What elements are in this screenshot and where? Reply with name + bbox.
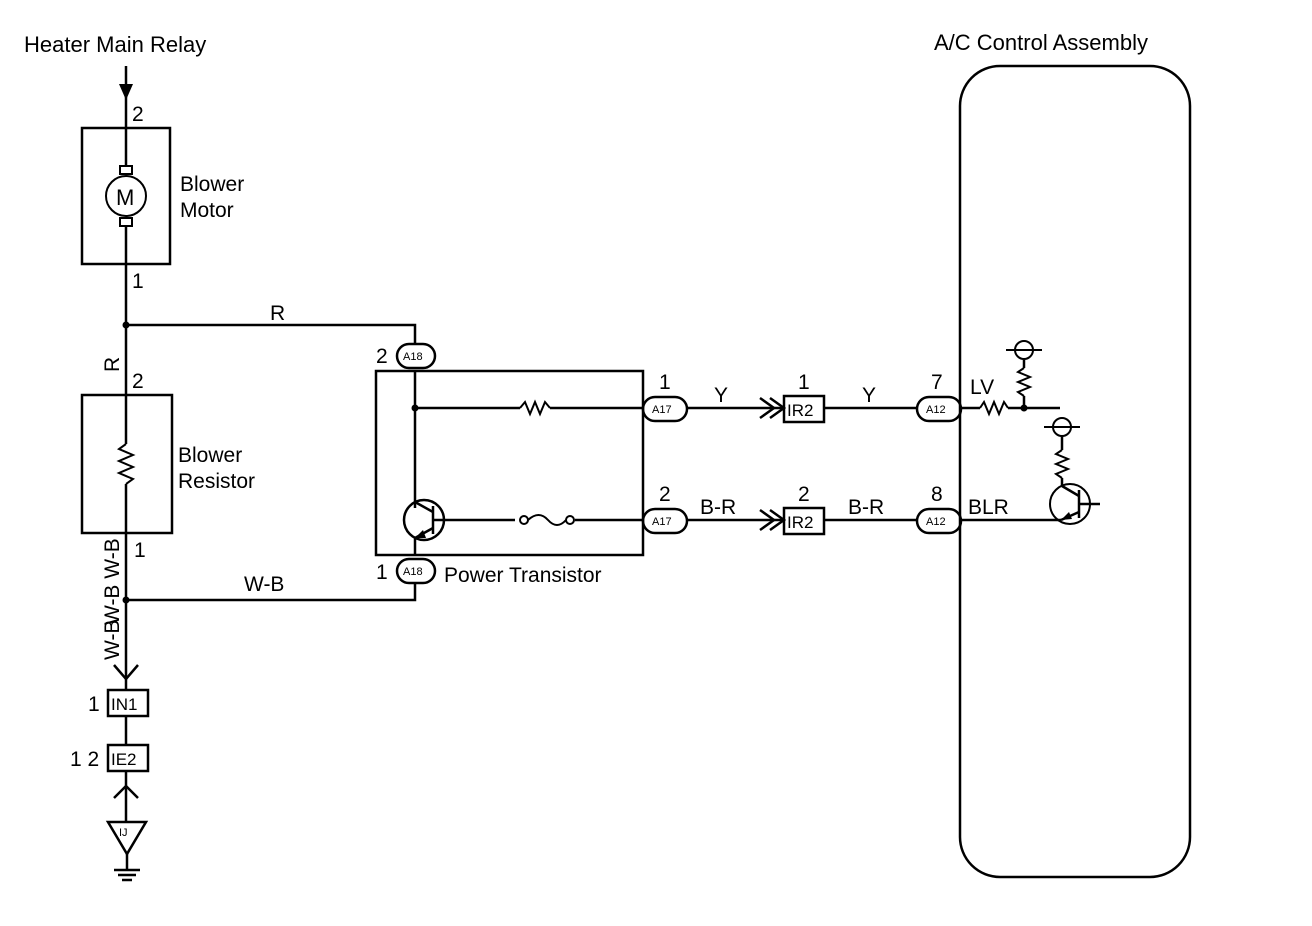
a17-label-bottom: A17 bbox=[652, 516, 672, 528]
a12-label-bottom: A12 bbox=[926, 516, 946, 528]
a12-connector-top: A12 bbox=[915, 395, 963, 423]
motor-pin-bottom: 1 bbox=[132, 270, 144, 293]
a17-pin-bottom: 2 bbox=[659, 483, 671, 506]
wire-y-left: Y bbox=[714, 384, 728, 407]
motor-pin-top: 2 bbox=[132, 103, 144, 126]
power-transistor bbox=[374, 369, 645, 557]
a18-pin-bottom: 1 bbox=[376, 561, 388, 584]
ir2-pin-bottom: 2 bbox=[798, 483, 810, 506]
a12-pin-bottom: 8 bbox=[931, 483, 943, 506]
wire-br-left: B-R bbox=[700, 496, 736, 519]
wire-wb-vertical-upper: W-B W-B bbox=[101, 538, 124, 625]
wire-r-top: R bbox=[270, 302, 285, 325]
wire-wb-horizontal: W-B bbox=[244, 573, 284, 596]
a18-connector-top: A18 bbox=[395, 342, 437, 370]
ground-connector: IJ bbox=[119, 827, 128, 839]
ir2-pin-top: 1 bbox=[798, 371, 810, 394]
wire-lv: LV bbox=[970, 376, 994, 399]
a17-connector-top: A17 bbox=[641, 395, 689, 423]
blower-motor-label-2: Motor bbox=[180, 199, 234, 222]
ie2-pin: 1 2 bbox=[70, 748, 99, 771]
motor-symbol: M bbox=[116, 185, 134, 210]
a12-label-top: A12 bbox=[926, 404, 946, 416]
wire-br-right: B-R bbox=[848, 496, 884, 519]
wire-y-right: Y bbox=[862, 384, 876, 407]
wire-r-vertical: R bbox=[101, 357, 124, 372]
in1-connector: IN1 bbox=[111, 695, 137, 714]
ground-symbol: IJ bbox=[105, 820, 149, 882]
ac-control-assembly-box bbox=[958, 64, 1192, 879]
ac-control-assembly-label: A/C Control Assembly bbox=[934, 30, 1148, 55]
a18-pin-top: 2 bbox=[376, 345, 388, 368]
a18-label-bottom: A18 bbox=[403, 566, 423, 578]
ir2-connector-top: IR2 bbox=[787, 401, 813, 420]
resistor-pin-top: 2 bbox=[132, 370, 144, 393]
power-transistor-label: Power Transistor bbox=[444, 564, 602, 587]
a17-label-top: A17 bbox=[652, 404, 672, 416]
blower-resistor-label-1: Blower bbox=[178, 444, 242, 467]
blower-motor: M bbox=[80, 126, 172, 266]
blower-resistor-label-2: Resistor bbox=[178, 470, 255, 493]
wire-wb-vertical-lower: W-B bbox=[101, 620, 124, 660]
a18-connector-bottom: A18 bbox=[395, 557, 437, 585]
a12-connector-bottom: A12 bbox=[915, 507, 963, 535]
blower-motor-label-1: Blower bbox=[180, 173, 244, 196]
a18-label-top: A18 bbox=[403, 351, 423, 363]
ie2-connector: IE2 bbox=[111, 750, 137, 769]
in1-pin: 1 bbox=[88, 693, 100, 716]
a12-pin-top: 7 bbox=[931, 371, 943, 394]
a17-connector-bottom: A17 bbox=[641, 507, 689, 535]
relay-feed-arrow bbox=[119, 66, 133, 128]
wire-blr: BLR bbox=[968, 496, 1009, 519]
heater-main-relay-label: Heater Main Relay bbox=[24, 32, 206, 57]
ir2-connector-bottom: IR2 bbox=[787, 513, 813, 532]
a17-pin-top: 1 bbox=[659, 371, 671, 394]
blower-resistor bbox=[80, 393, 174, 535]
resistor-pin-bottom: 1 bbox=[134, 539, 146, 562]
